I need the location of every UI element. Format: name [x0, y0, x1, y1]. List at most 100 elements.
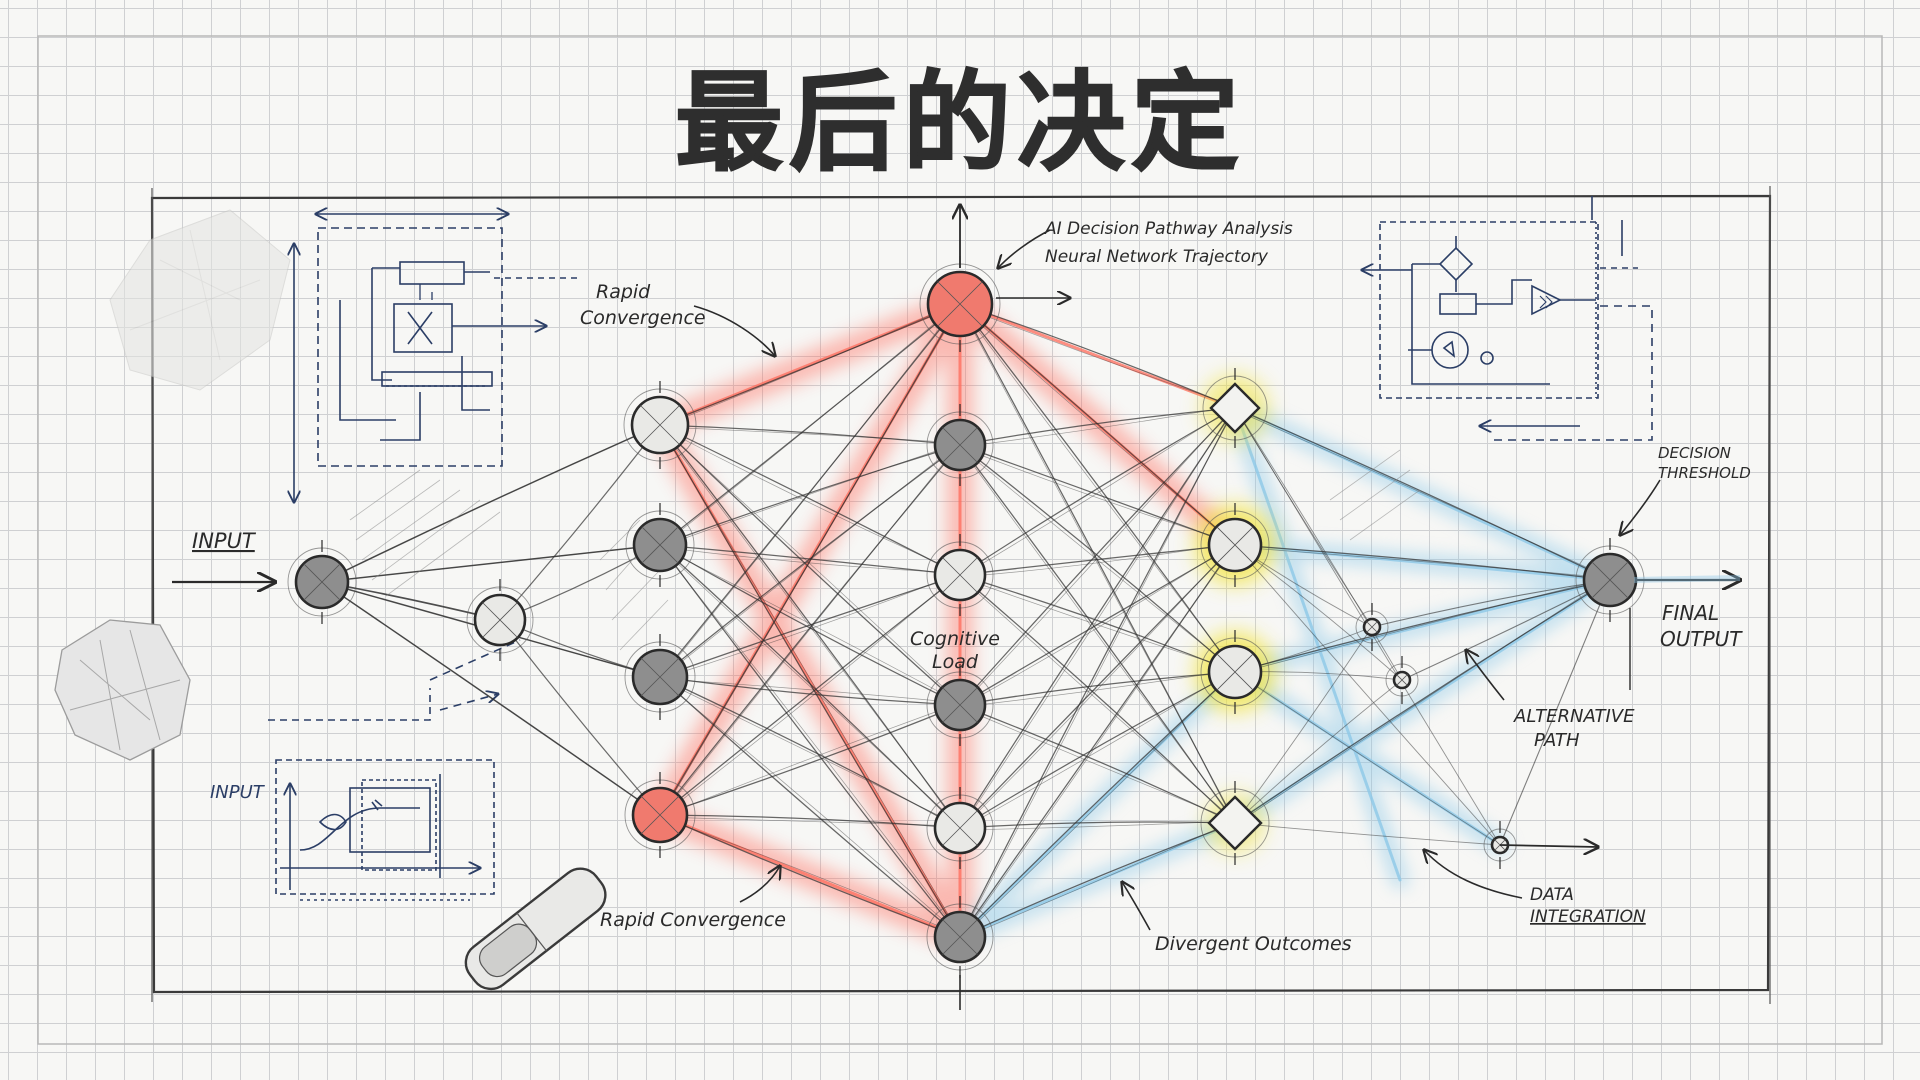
connection-line	[1401, 579, 1611, 681]
final-line1: FINAL	[1662, 601, 1719, 625]
network-node	[623, 381, 697, 469]
connection-line	[959, 544, 1236, 576]
connection-line	[659, 301, 961, 548]
connection-line	[959, 821, 1236, 829]
connection-line	[959, 820, 1236, 940]
connection-line	[659, 546, 961, 827]
network-node	[624, 772, 696, 858]
network-node	[287, 540, 357, 624]
connection-line	[659, 546, 961, 936]
connection-line	[659, 678, 961, 704]
connection-line	[659, 678, 961, 827]
data-integration-line2: INTEGRATION	[1530, 907, 1646, 927]
connection-line	[659, 572, 961, 680]
connection-line	[959, 542, 1236, 708]
connection-line	[1234, 577, 1611, 675]
pencil-hatching	[349, 449, 1421, 651]
connection-line	[1371, 579, 1611, 628]
connection-line	[659, 816, 961, 936]
connection-line	[959, 542, 1236, 831]
connection-line	[959, 820, 1236, 831]
connection-line	[659, 816, 961, 827]
connection-line	[659, 544, 961, 829]
decision-line1: DECISION	[1658, 444, 1731, 462]
connection-line	[959, 706, 1236, 822]
connection-line	[959, 446, 1236, 544]
connection-line	[1234, 544, 1501, 846]
connection-line	[959, 669, 1236, 831]
connection-line	[659, 702, 961, 818]
network-node	[926, 896, 994, 978]
network-node	[1385, 656, 1419, 704]
network-nodes	[287, 256, 1645, 978]
connection-line	[659, 678, 961, 936]
network-node	[1575, 538, 1645, 622]
network-node	[926, 787, 994, 869]
connection-line	[659, 301, 961, 680]
connection-line	[659, 444, 961, 678]
connection-line	[959, 407, 1236, 576]
connection-line	[959, 444, 1236, 546]
connection-line	[659, 303, 961, 678]
network-node	[1355, 603, 1389, 651]
connection-line	[659, 426, 961, 574]
crumpled-paper-top	[109, 209, 291, 391]
connection-line	[959, 444, 1236, 824]
connection-line	[659, 303, 961, 816]
connection-line	[1234, 579, 1611, 673]
connection-line	[659, 303, 961, 426]
connection-line	[659, 544, 961, 938]
alternative-line2: PATH	[1534, 730, 1580, 751]
data-integration-arrow	[1499, 845, 1598, 847]
network-node	[926, 664, 994, 746]
connection-line	[659, 301, 961, 818]
connection-line	[1234, 407, 1403, 681]
rapid-bottom-label: Rapid Convergence	[600, 909, 786, 931]
page-title: 最后的决定	[675, 60, 1245, 186]
data-integration-line1: DATA	[1530, 885, 1574, 905]
connection-line	[659, 426, 961, 827]
network-node	[466, 579, 534, 661]
connection-line	[659, 424, 961, 829]
connection-line	[659, 301, 961, 428]
schematic-bottom-left	[268, 639, 521, 901]
connection-line	[959, 305, 1236, 407]
connection-line	[659, 442, 961, 548]
input-label-small: INPUT	[210, 782, 266, 803]
connection-line	[959, 671, 1236, 829]
network-node	[1200, 630, 1270, 714]
connection-line	[659, 546, 961, 574]
connection-line	[959, 542, 1236, 578]
connection-line	[659, 426, 961, 704]
connection-line	[959, 542, 1236, 940]
connection-line	[959, 407, 1236, 706]
connection-line	[959, 405, 1236, 578]
connection-line	[959, 544, 1236, 706]
connection-line	[1234, 671, 1501, 846]
connection-line	[659, 574, 961, 678]
network-node	[1200, 781, 1270, 865]
connection-line	[959, 444, 1236, 673]
connection-line	[659, 444, 961, 816]
connection-line	[659, 426, 961, 444]
network-node	[1202, 368, 1268, 448]
connection-line	[959, 671, 1236, 938]
connection-line	[959, 305, 1236, 544]
eraser-icon	[464, 867, 607, 991]
decision-line2: THRESHOLD	[1658, 464, 1751, 482]
connection-line	[959, 405, 1236, 448]
connection-line	[659, 814, 961, 829]
connection-line	[659, 676, 961, 829]
connection-line	[959, 544, 1236, 829]
connection-line	[1234, 626, 1373, 824]
annotation-pathway-line1: AI Decision Pathway Analysis	[1044, 219, 1293, 239]
connection-line	[1234, 544, 1611, 581]
schematic-top-right	[1362, 196, 1653, 441]
connection-line	[659, 442, 961, 818]
divergent-label: Divergent Outcomes	[1155, 933, 1352, 955]
input-label: INPUT	[192, 529, 257, 553]
connection-line	[1234, 407, 1611, 581]
connection-line	[659, 424, 961, 576]
